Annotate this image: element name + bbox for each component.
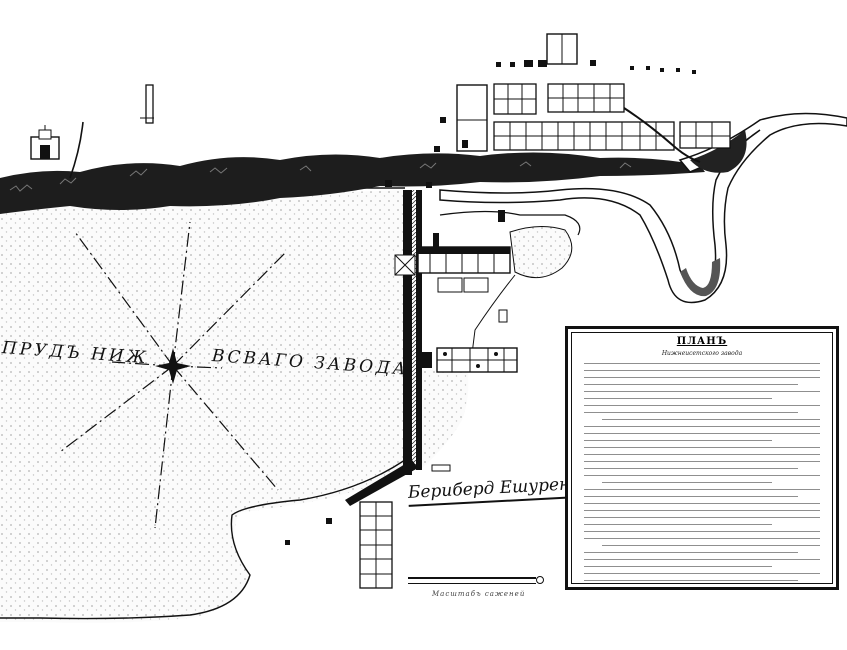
river-channel bbox=[439, 112, 847, 304]
scale-caption: Масштабъ саженей bbox=[432, 590, 526, 598]
upper-factory-building bbox=[394, 233, 511, 293]
cartouche-legend-text bbox=[584, 363, 820, 581]
map-cartouche: ПЛАНЪ Нижнеисетского завода bbox=[565, 326, 839, 590]
pond-water-lower bbox=[420, 370, 469, 470]
cartouche-subtitle: Нижнеисетского завода bbox=[661, 350, 743, 357]
dam-canal-gap bbox=[412, 190, 416, 470]
shore-line-east bbox=[469, 274, 516, 371]
dam-diagonal bbox=[345, 460, 418, 506]
river-meander-shade bbox=[680, 258, 721, 297]
scale-bar bbox=[408, 576, 544, 584]
small-structure bbox=[326, 518, 332, 524]
bank-texture bbox=[9, 161, 632, 192]
cartouche-title: ПЛАНЪ bbox=[676, 336, 728, 347]
southern-building-block bbox=[359, 501, 393, 589]
dam-canal-inner bbox=[416, 190, 422, 470]
tail-basin bbox=[509, 226, 573, 279]
compass-star bbox=[155, 348, 191, 384]
settlement-blocks bbox=[385, 33, 731, 188]
northern-bank-vegetation bbox=[0, 152, 705, 214]
small-structure bbox=[498, 309, 508, 323]
small-structure bbox=[285, 540, 290, 545]
dam-canal bbox=[403, 190, 412, 475]
small-structure bbox=[498, 210, 505, 222]
river-dark-bend bbox=[690, 130, 747, 173]
lower-factory-building bbox=[418, 347, 518, 373]
settlement-road bbox=[623, 107, 701, 163]
church-building bbox=[30, 125, 60, 160]
tower-structure bbox=[140, 84, 154, 124]
tail-channel bbox=[439, 210, 581, 236]
bank-ridge bbox=[69, 121, 84, 179]
pond-water bbox=[0, 190, 410, 623]
small-structure bbox=[431, 464, 451, 472]
